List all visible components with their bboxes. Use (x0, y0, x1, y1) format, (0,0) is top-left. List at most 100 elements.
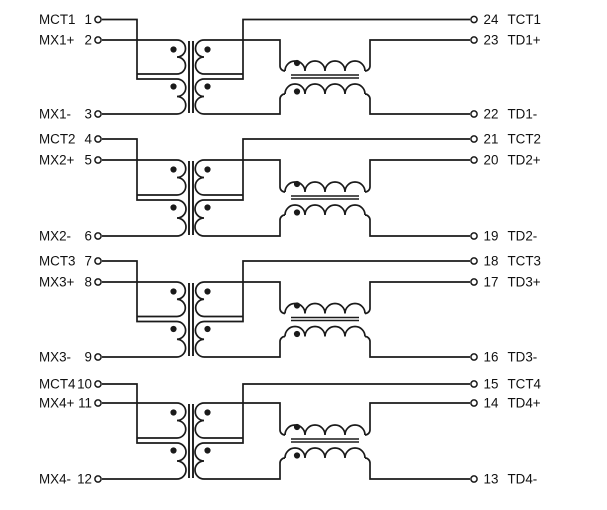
transformer-4-core (188, 404, 194, 478)
polarity-dot (170, 83, 177, 90)
pin-18-terminal (470, 257, 478, 265)
pin-2-label: MX1+ (39, 33, 75, 48)
choke-4-windings (284, 424, 366, 459)
pin-8-terminal (94, 278, 102, 286)
pin-11-number: 11 (78, 396, 92, 411)
pin-2-terminal (94, 36, 102, 44)
channel-2-wiring (102, 138, 470, 237)
pin-13-terminal (470, 475, 478, 483)
pin-12-number: 12 (77, 472, 92, 487)
choke-3-core (291, 316, 359, 322)
pin-14-number: 14 (484, 396, 499, 411)
transformer-2-primary-winding (176, 159, 187, 237)
transformer-3-core (188, 283, 194, 356)
pin-24-label: TCT1 (508, 12, 541, 27)
pin-17-number: 17 (484, 275, 499, 290)
pin-23-number: 23 (484, 33, 499, 48)
polarity-dot (170, 447, 177, 454)
pin-15-terminal (470, 380, 478, 388)
polarity-dot (293, 452, 301, 459)
channel-4-wiring (102, 383, 470, 480)
polarity-dot (293, 59, 301, 67)
pin-6-label: MX2- (39, 229, 71, 244)
transformer-2-secondary-winding (194, 159, 205, 237)
polarity-dot (204, 204, 211, 211)
transformer-1-primary-winding (176, 39, 187, 115)
channel-1-wiring (102, 18, 470, 115)
polarity-dot (204, 409, 211, 416)
pin-7-terminal (94, 257, 102, 265)
choke-1-core (291, 74, 359, 79)
pin-13-label: TD4- (508, 472, 538, 487)
polarity-dot (170, 409, 177, 416)
pin-12-label: MX4- (39, 472, 71, 487)
pin-5-label: MX2+ (39, 153, 75, 168)
pin-16-terminal (470, 353, 478, 361)
pin-20-label: TD2+ (508, 153, 541, 168)
pin-15-label: TCT4 (508, 377, 542, 392)
channel-3-wiring (102, 260, 470, 358)
polarity-dot (170, 46, 177, 53)
pin-13-number: 13 (484, 472, 499, 487)
transformer-3-primary-winding (176, 281, 187, 358)
pin-9-terminal (94, 353, 102, 361)
transformer-4-secondary-winding (194, 402, 205, 480)
pin-21-label: TCT2 (508, 132, 541, 147)
pin-10-number: 10 (77, 377, 92, 392)
pin-23-terminal (470, 36, 478, 44)
pin-3-label: MX1- (39, 107, 71, 122)
pin-24-terminal (470, 15, 478, 24)
transformer-4-primary-winding (176, 402, 187, 480)
transformer-2-core (188, 161, 194, 235)
pin-5-terminal (94, 156, 102, 164)
polarity-dot (204, 166, 211, 173)
transformer-1-secondary-winding (194, 39, 205, 115)
pin-4-number: 4 (85, 132, 93, 147)
polarity-dot (293, 330, 301, 338)
pin-18-label: TCT3 (508, 254, 541, 269)
pin-17-label: TD3+ (508, 275, 541, 290)
pin-10-terminal (94, 380, 102, 388)
pin-8-label: MX3+ (39, 275, 75, 290)
pin-5-number: 5 (85, 153, 92, 168)
polarity-dot (293, 423, 301, 431)
pin-20-number: 20 (484, 153, 499, 168)
pin-14-terminal (470, 399, 478, 407)
polarity-dot (293, 180, 301, 188)
pin-1-terminal (94, 15, 102, 24)
polarity-dot (204, 447, 211, 454)
pin-22-label: TD1- (508, 107, 538, 122)
transformer-3-secondary-winding (194, 281, 205, 358)
polarity-dot (293, 88, 301, 95)
pin-23-label: TD1+ (508, 33, 541, 48)
pin-24-number: 24 (484, 12, 499, 27)
pin-16-label: TD3- (508, 350, 538, 365)
pin-9-label: MX3- (39, 350, 71, 365)
pin-11-terminal (94, 399, 102, 407)
polarity-dot (204, 46, 211, 53)
choke-1-windings (284, 60, 366, 95)
choke-3-windings (284, 302, 366, 337)
pin-6-number: 6 (85, 229, 92, 244)
pin-8-number: 8 (85, 275, 92, 290)
polarity-dot (204, 325, 211, 333)
polarity-dot (204, 288, 211, 295)
pin-1-label: MCT1 (39, 12, 75, 27)
polarity-dot (293, 302, 301, 309)
pin-21-terminal (470, 135, 478, 143)
pin-11-label: MX4+ (39, 396, 75, 411)
pin-22-number: 22 (484, 107, 499, 122)
choke-4-core (291, 438, 359, 443)
pin-22-terminal (470, 110, 478, 118)
pin-15-number: 15 (484, 377, 499, 392)
pin-6-terminal (94, 232, 102, 240)
pin-10-label: MCT4 (39, 377, 76, 392)
pin-20-terminal (470, 156, 478, 164)
polarity-dot (170, 166, 177, 173)
pin-4-label: MCT2 (39, 132, 75, 147)
